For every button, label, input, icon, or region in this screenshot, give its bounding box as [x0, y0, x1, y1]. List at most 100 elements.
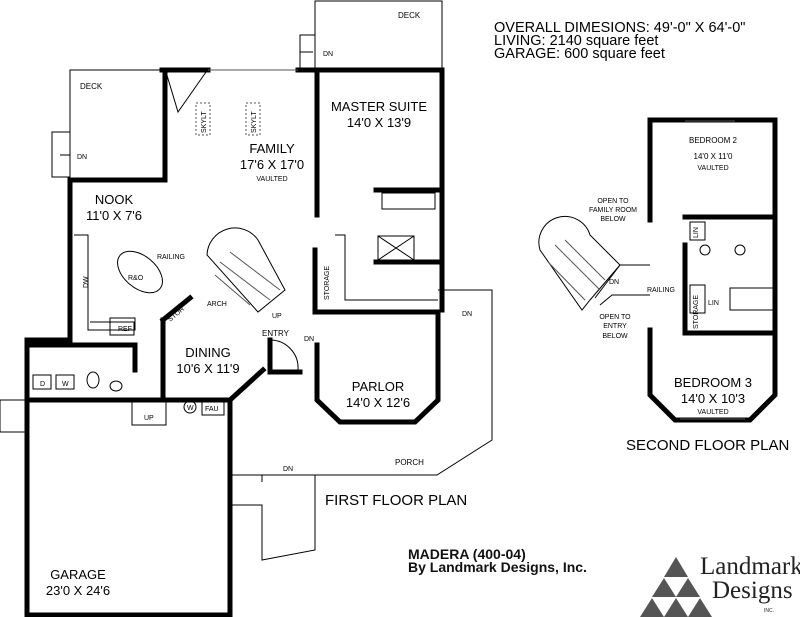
- skylight-1: [195, 102, 211, 136]
- stair-treads: [214, 251, 281, 306]
- storage-label: STORAGE: [693, 295, 700, 329]
- deck-top-outline: [314, 0, 443, 70]
- garage-size: 23'0 X 24'6: [46, 583, 110, 598]
- open-to-entry-label: OPEN TO: [599, 314, 631, 321]
- wall-entry: [267, 337, 303, 375]
- master-vanity: [381, 192, 436, 210]
- arch-label: ARCH: [207, 301, 227, 308]
- porch-label: PORCH: [395, 458, 424, 467]
- kitchen-island: [117, 250, 163, 294]
- entry-label: ENTRY: [262, 329, 290, 338]
- open-to-entry-label: ENTRY: [603, 323, 627, 330]
- wall-parlor: [314, 309, 441, 425]
- sink-2: [734, 244, 746, 256]
- landmark-logo: Landmark Designs: [700, 553, 800, 604]
- logo-line-1: Landmark: [700, 553, 800, 580]
- kitchen-counter: [74, 234, 136, 331]
- dw-label: DW: [83, 276, 90, 288]
- landmark-logo-mark: [640, 557, 712, 617]
- bedroom-windows: [680, 120, 745, 420]
- bathtub: [729, 287, 774, 311]
- designer-credit: By Landmark Designs, Inc.: [408, 559, 587, 575]
- overall-dimensions: OVERALL DIMESIONS: 49'-0" X 64'-0": [494, 20, 746, 36]
- living-area: LIVING: 2140 square feet: [494, 33, 659, 49]
- deck-left-steps: [51, 131, 70, 178]
- washer: [55, 374, 75, 390]
- stair-treads: [547, 239, 606, 301]
- family-name: FAMILY: [249, 141, 295, 156]
- open-to-entry-label: BELOW: [602, 333, 628, 340]
- open-to-family-label: FAMILY ROOM: [589, 207, 637, 214]
- bedroom3-vaulted: VAULTED: [697, 409, 728, 416]
- dn-label: DN: [609, 279, 619, 286]
- skylight-2: [245, 102, 261, 136]
- nook-name: NOOK: [95, 192, 134, 207]
- refrigerator: [109, 321, 135, 336]
- first-floor-title: FIRST FLOOR PLAN: [325, 492, 468, 509]
- dining-name: DINING: [185, 345, 231, 360]
- dryer-label: D: [40, 381, 45, 388]
- wall-storage: [312, 247, 441, 315]
- storage-label: STORAGE: [324, 266, 331, 300]
- range-oven-label: R&O: [128, 275, 144, 282]
- dn-label: DN: [283, 466, 293, 473]
- wall-left-garage: [24, 67, 233, 617]
- lin-label: LIN: [693, 227, 700, 238]
- water-heater-label: W: [187, 405, 194, 412]
- bedroom2-name: BEDROOM 2: [689, 136, 738, 145]
- fau-label: FAU: [205, 406, 219, 413]
- bedroom3-name: BEDROOM 3: [674, 375, 752, 390]
- spiral-staircase: [206, 227, 286, 313]
- parlor-size: 14'0 X 12'6: [346, 395, 410, 410]
- sink: [109, 380, 123, 392]
- master-shower: [377, 235, 415, 261]
- second-floor-spiral-stair: [538, 215, 621, 311]
- deck-left-outline: [69, 69, 162, 180]
- dn-label: DN: [323, 51, 333, 58]
- up-label: UP: [144, 415, 154, 422]
- wall-master-bath: [373, 187, 441, 265]
- dn-label: DN: [304, 336, 314, 343]
- ref-label: REF: [118, 326, 132, 333]
- second-floor-plan: BEDROOM 2 14'0 X 11'0 VAULTED BEDROOM 3 …: [538, 117, 778, 423]
- dining-size: 10'6 X 11'9: [176, 361, 239, 376]
- up-label: UP: [272, 313, 282, 320]
- family-size: 17'6 X 17'0: [240, 157, 304, 172]
- dn-label: DN: [77, 154, 87, 161]
- railing-label: RAILING: [647, 287, 675, 294]
- plan-name: MADERA (400-04): [408, 546, 526, 562]
- skylight-label: SKYLT: [201, 111, 208, 133]
- bedroom3-size: 14'0 X 10'3: [681, 391, 745, 406]
- garage-name: GARAGE: [50, 567, 106, 582]
- water-heater: [183, 400, 197, 414]
- master-suite-name: MASTER SUITE: [331, 99, 427, 114]
- fireplace: [165, 71, 207, 114]
- sink-1: [699, 244, 711, 256]
- front-steps: [230, 474, 316, 561]
- wall-stor: [159, 294, 194, 324]
- deck-top-label: DECK: [398, 11, 421, 20]
- linen-closet: [689, 284, 706, 314]
- open-to-family-label: OPEN TO: [597, 198, 629, 205]
- logo-inc: INC.: [764, 608, 774, 614]
- second-floor-title: SECOND FLOOR PLAN: [626, 437, 790, 454]
- plan-credit: MADERA (400-04) By Landmark Designs, Inc…: [408, 546, 587, 575]
- washer-label: W: [62, 381, 69, 388]
- linen-closet-top: [689, 221, 706, 241]
- bath-walls: [682, 214, 778, 336]
- deck-left-label: DECK: [80, 82, 103, 91]
- wall-top: [159, 67, 445, 313]
- open-to-family-label: BELOW: [600, 216, 626, 223]
- dryer: [32, 374, 52, 390]
- wall-dining: [160, 317, 267, 403]
- porch-outline: [230, 289, 493, 476]
- bedroom2-vaulted: VAULTED: [697, 165, 728, 172]
- furnace: [201, 400, 225, 416]
- deck-top-steps: [299, 34, 315, 70]
- closet-line: [335, 234, 438, 301]
- first-floor-plan: DECK DECK DN DN MASTER SUITE 14'0 X 13'9…: [0, 0, 493, 617]
- second-floor-outer-wall: [647, 117, 778, 423]
- plan-specs: OVERALL DIMESIONS: 49'-0" X 64'-0" LIVIN…: [494, 20, 746, 62]
- logo-line-2: Designs: [712, 577, 793, 604]
